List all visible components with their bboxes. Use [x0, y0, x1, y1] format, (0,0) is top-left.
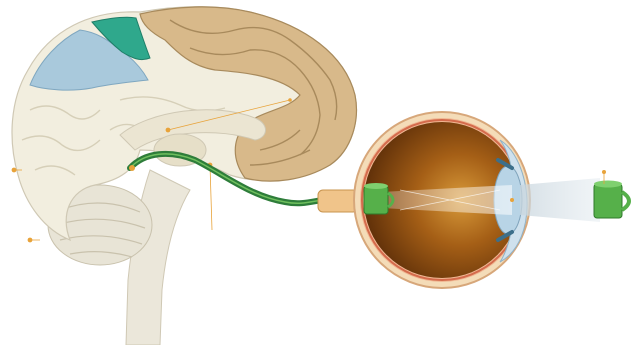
object-cup-icon — [594, 181, 629, 219]
eye-leader-dot — [510, 198, 514, 202]
optic-chiasm-dot — [129, 165, 135, 171]
optic-nerve-sheath — [318, 190, 358, 212]
light-beam — [520, 178, 600, 222]
object-leader-dot — [602, 170, 606, 174]
